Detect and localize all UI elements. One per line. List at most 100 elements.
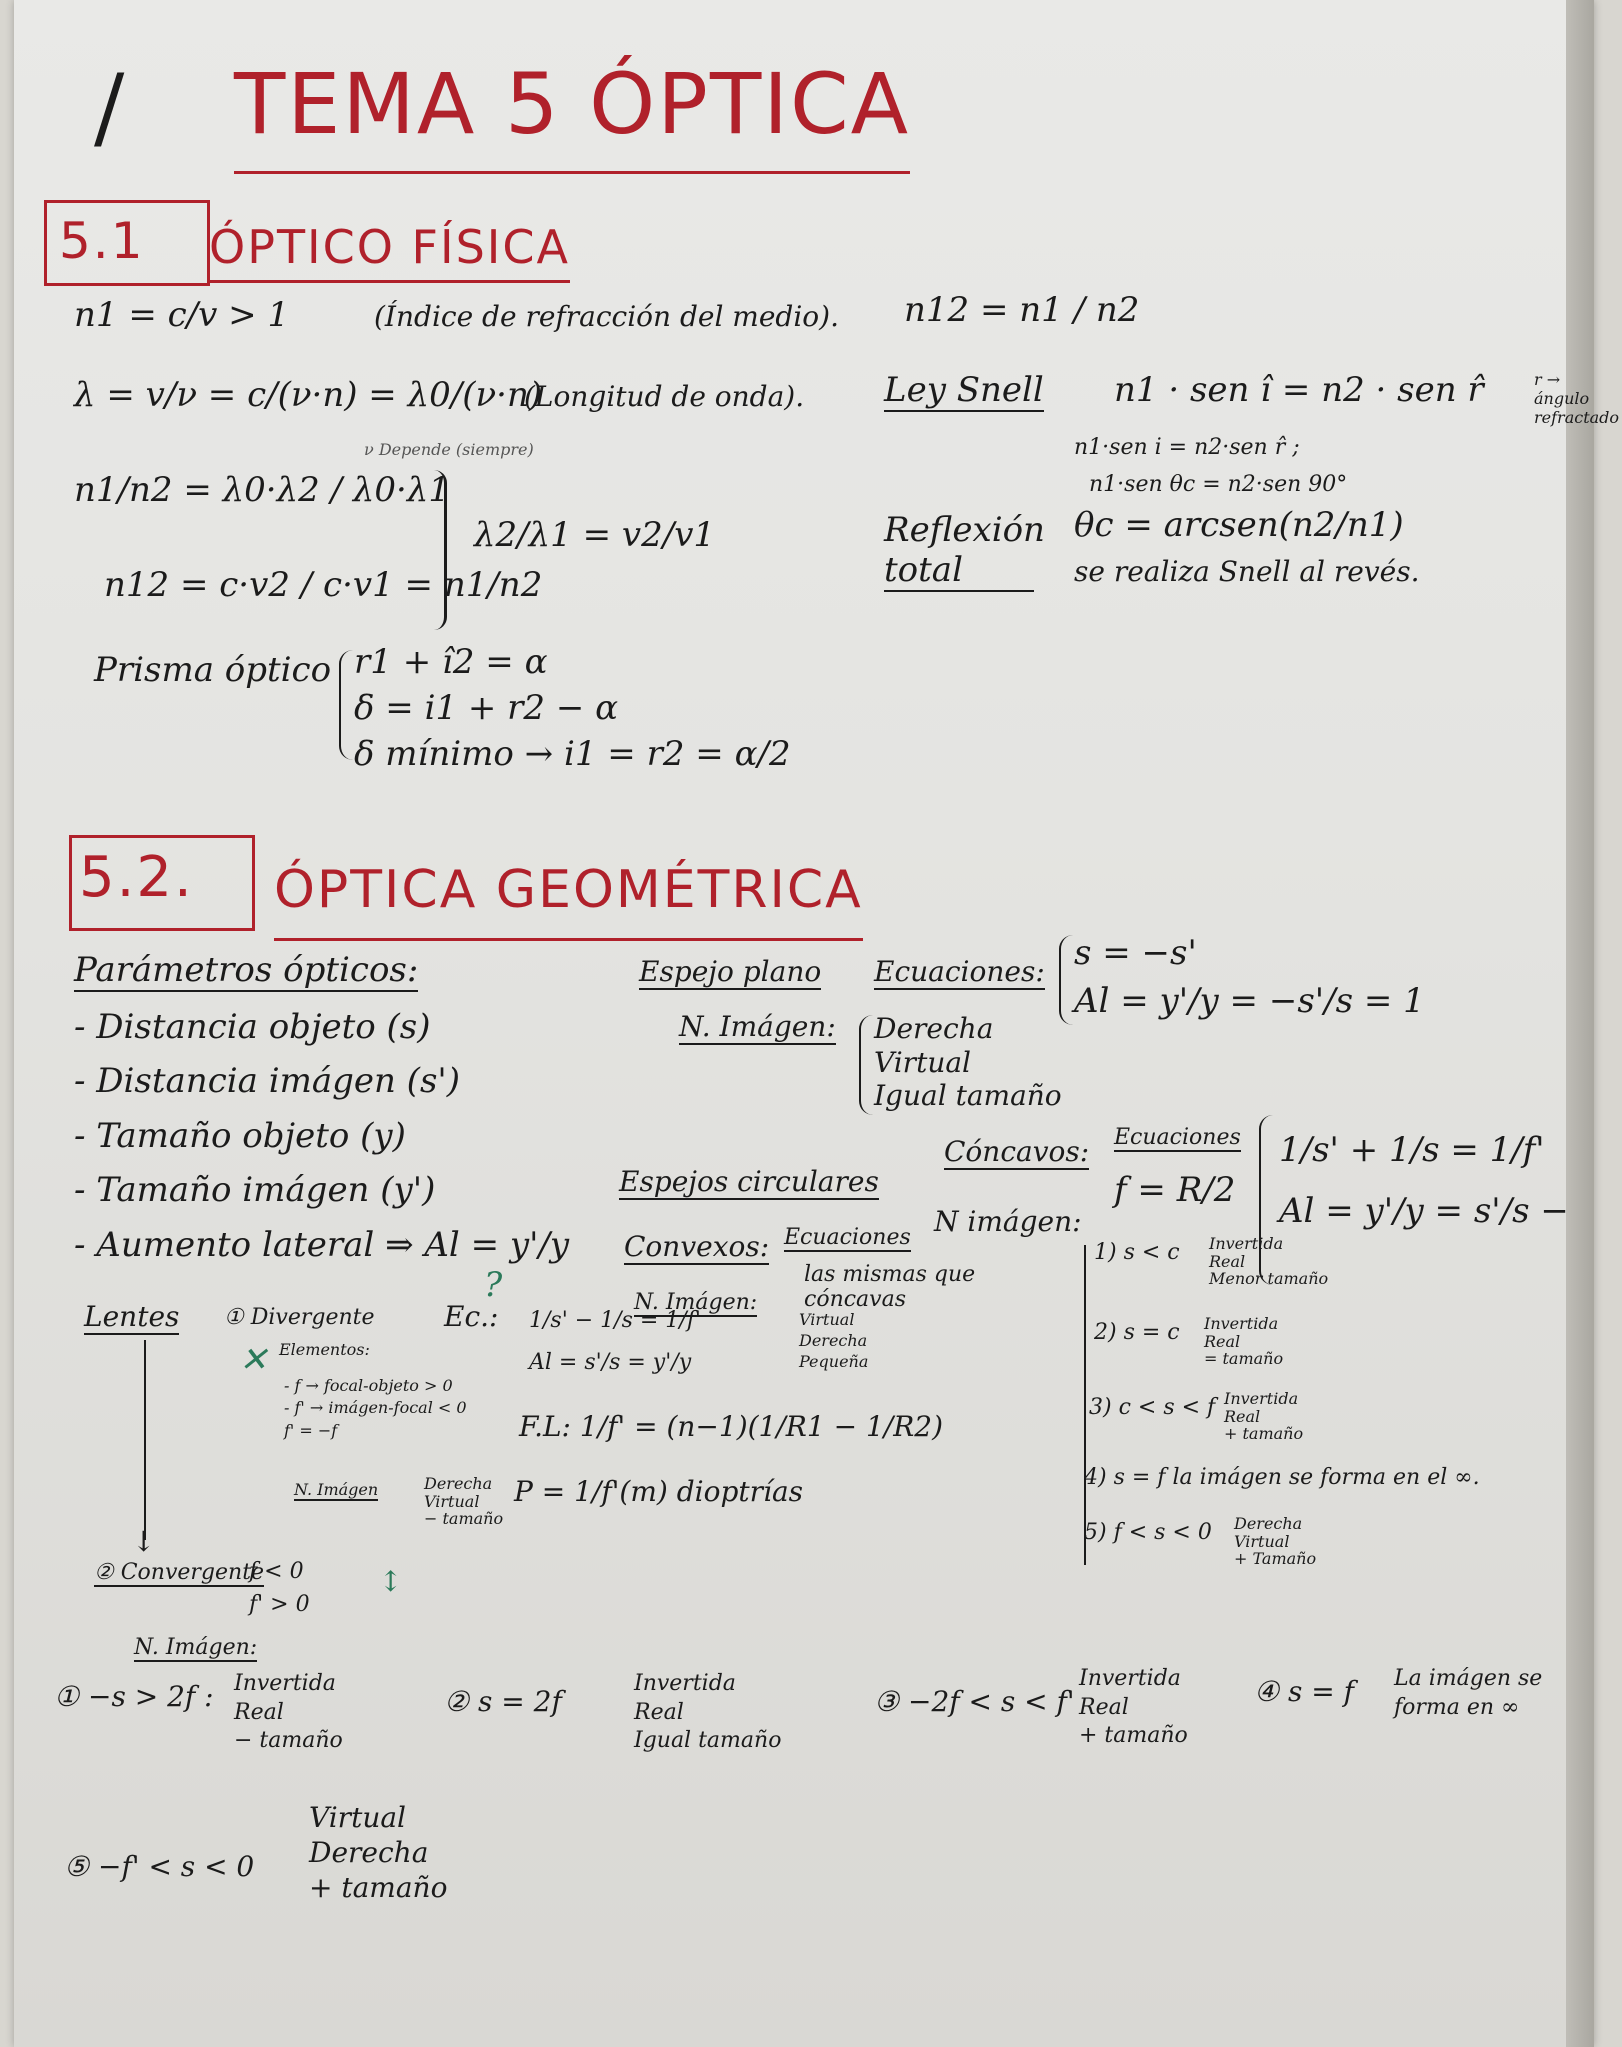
diverging-lens-icon: ✕ bbox=[239, 1340, 268, 1380]
case-prop: Real bbox=[634, 1699, 684, 1725]
concave-case: 3) c < s < f bbox=[1089, 1395, 1216, 1420]
case-condition: s = f bbox=[1113, 1465, 1166, 1490]
focal-formula: f = R/2 bbox=[1114, 1170, 1236, 1210]
case-prop: + tamaño bbox=[1224, 1424, 1304, 1444]
section2-title: ÓPTICA GEOMÉTRICA bbox=[274, 860, 863, 941]
convergent-cond: f' > 0 bbox=[249, 1592, 310, 1617]
snell-label: Ley Snell bbox=[884, 370, 1044, 412]
case-props: La imágen se forma en ∞ bbox=[1394, 1665, 1542, 1722]
case-prop: Derecha bbox=[309, 1836, 429, 1869]
param-item: - Tamaño objeto (y) bbox=[74, 1115, 406, 1156]
lens-eq: 1/s' − 1/s = 1/f' bbox=[529, 1308, 701, 1333]
converging-lens-icon: ↕ bbox=[379, 1565, 403, 1598]
section-number-box bbox=[44, 200, 210, 286]
case-prop: Invertida bbox=[1224, 1389, 1299, 1408]
image-prop: Igual tamaño bbox=[874, 1079, 1062, 1113]
plane-mirror-label: Espejo plano bbox=[639, 955, 822, 990]
convergent-conditions: f < 0 f' > 0 bbox=[249, 1555, 310, 1621]
image-prop: Virtual bbox=[799, 1310, 855, 1329]
params-list: - Distancia objeto (s) - Distancia imáge… bbox=[74, 1000, 569, 1272]
params-label: Parámetros ópticos: bbox=[74, 950, 419, 992]
convergent-case: ② s = 2f bbox=[444, 1685, 562, 1718]
param-item: - Tamaño imágen (y') bbox=[74, 1170, 436, 1211]
prism-equations: r1 + î2 = α δ = i1 + r2 − α δ mínimo → i… bbox=[354, 640, 791, 778]
param-item: - Distancia imágen (s') bbox=[74, 1061, 461, 1102]
convergent-case: ① −s > 2f : bbox=[54, 1680, 214, 1713]
elements-list: - f → focal-objeto > 0 - f' → imágen-foc… bbox=[284, 1375, 467, 1442]
lambda-formula: λ = v/ν = c/(ν·n) = λ0/(ν·n) bbox=[74, 375, 543, 415]
page-title: TEMA 5 ÓPTICA bbox=[234, 55, 911, 174]
freq-note: ν Depende (siempre) bbox=[364, 440, 534, 459]
plane-eq: s = −s' bbox=[1074, 933, 1197, 973]
section1-title: ÓPTICO FÍSICA bbox=[209, 220, 570, 283]
plane-image-label: N. Imágen: bbox=[679, 1010, 836, 1045]
snell-sub: n1·sen i = n2·sen r̂ ; bbox=[1074, 435, 1300, 460]
lens-eq: Al = s'/s = y'/y bbox=[529, 1349, 692, 1375]
lens-eq-label: Ec.: bbox=[444, 1300, 499, 1333]
section1-number: 5.1 bbox=[59, 212, 145, 270]
image-prop: Virtual bbox=[874, 1045, 972, 1079]
case-props: Virtual Derecha + tamaño bbox=[309, 1800, 447, 1905]
convex-image-label: N. Imágen: bbox=[634, 1290, 758, 1317]
convergent-case: ④ s = f bbox=[1254, 1675, 1354, 1708]
prism-eq: δ = i1 + r2 − α bbox=[354, 687, 619, 728]
lambda-note: (Longitud de onda). bbox=[524, 380, 805, 413]
case-props: Derecha Virtual + Tamaño bbox=[1234, 1515, 1316, 1568]
plane-image-brace bbox=[859, 1015, 873, 1115]
concave-eq: 1/s' + 1/s = 1/f' bbox=[1279, 1130, 1545, 1170]
down-arrow-icon: ↓ bbox=[132, 1525, 156, 1558]
ratio-eq: n1/n2 = λ0·λ2 / λ0·λ1 bbox=[74, 470, 451, 510]
param-item: - Distancia objeto (s) bbox=[74, 1007, 431, 1047]
reflexion-eq: θc = arcsen(n2/n1) bbox=[1074, 505, 1404, 545]
case-prop: Derecha bbox=[1234, 1514, 1303, 1533]
param-item: - Aumento lateral ⇒ Al = y'/y bbox=[74, 1224, 570, 1265]
case-number: 4 bbox=[1084, 1465, 1098, 1490]
prism-eq: δ mínimo → i1 = r2 = α/2 bbox=[354, 733, 791, 774]
section2-number: 5.2. bbox=[79, 845, 194, 910]
case-prop: Igual tamaño bbox=[634, 1728, 782, 1754]
image-prop: Derecha bbox=[874, 1012, 994, 1045]
case-props: Invertida Real Igual tamaño bbox=[634, 1670, 781, 1756]
lens-equations: 1/s' − 1/s = 1/f' Al = s'/s = y'/y bbox=[529, 1300, 701, 1384]
image-prop: Derecha bbox=[799, 1330, 868, 1350]
case-condition: c < s < f bbox=[1118, 1395, 1216, 1420]
case-prop: Real bbox=[1204, 1331, 1241, 1351]
case-props: Invertida Real Menor tamaño bbox=[1209, 1235, 1328, 1288]
convergent-case: ③ −2f < s < f' bbox=[874, 1685, 1075, 1718]
case-condition: −f' < s < 0 bbox=[98, 1850, 255, 1883]
case-prop: + tamaño bbox=[1079, 1723, 1188, 1749]
case-prop: Menor tamaño bbox=[1209, 1269, 1329, 1289]
snell-note: r → ángulo refractado bbox=[1534, 370, 1620, 427]
convergent-image-label: N. Imágen: bbox=[134, 1635, 258, 1662]
concave-label: Cóncavos: bbox=[944, 1135, 1090, 1170]
plane-eq-brace bbox=[1059, 935, 1073, 1025]
case-number: ② bbox=[444, 1685, 470, 1718]
power-formula: P = 1/f'(m) dioptrías bbox=[514, 1475, 804, 1508]
case-prop: Virtual bbox=[1234, 1531, 1290, 1551]
concave-case: 2) s = c bbox=[1094, 1320, 1180, 1345]
concave-eq-brace bbox=[1259, 1115, 1273, 1285]
case-condition: −s > 2f : bbox=[88, 1680, 214, 1713]
case-condition: −2f < s < f' bbox=[908, 1685, 1075, 1718]
convergent-case: ⑤ −f' < s < 0 bbox=[64, 1850, 254, 1883]
n12-eq: n12 = c·v2 / c·v1 = n1/n2 bbox=[104, 565, 543, 605]
case-prop: Invertida bbox=[1209, 1234, 1284, 1253]
plane-mirror-equations: s = −s' Al = y'/y = −s'/s = 1 bbox=[1074, 930, 1425, 1025]
case-prop: + Tamaño bbox=[1234, 1549, 1317, 1569]
case-props: Invertida Real = tamaño bbox=[1204, 1315, 1283, 1368]
case-condition: f < s < 0 bbox=[1113, 1520, 1212, 1545]
case-prop: − tamaño bbox=[234, 1728, 343, 1754]
convergent-cond: f < 0 bbox=[249, 1559, 304, 1584]
case-prop: Real bbox=[1079, 1694, 1129, 1720]
question-mark-icon: ? bbox=[484, 1265, 503, 1305]
lenses-label: Lentes bbox=[84, 1300, 180, 1335]
case-condition: s < c bbox=[1123, 1240, 1180, 1265]
case-number: ① bbox=[54, 1680, 80, 1713]
concave-case: 4) s = f la imágen se forma en el ∞. bbox=[1084, 1465, 1480, 1490]
convex-eq-label: Ecuaciones bbox=[784, 1225, 911, 1252]
convex-eq-note: las mismas que cóncavas bbox=[804, 1262, 976, 1312]
lambda-ratio: λ2/λ1 = v2/v1 bbox=[474, 515, 716, 555]
lens-image-props: Derecha Virtual − tamaño bbox=[424, 1475, 503, 1528]
prism-brace bbox=[339, 650, 353, 760]
concave-image-label: N imágen: bbox=[934, 1205, 1082, 1238]
